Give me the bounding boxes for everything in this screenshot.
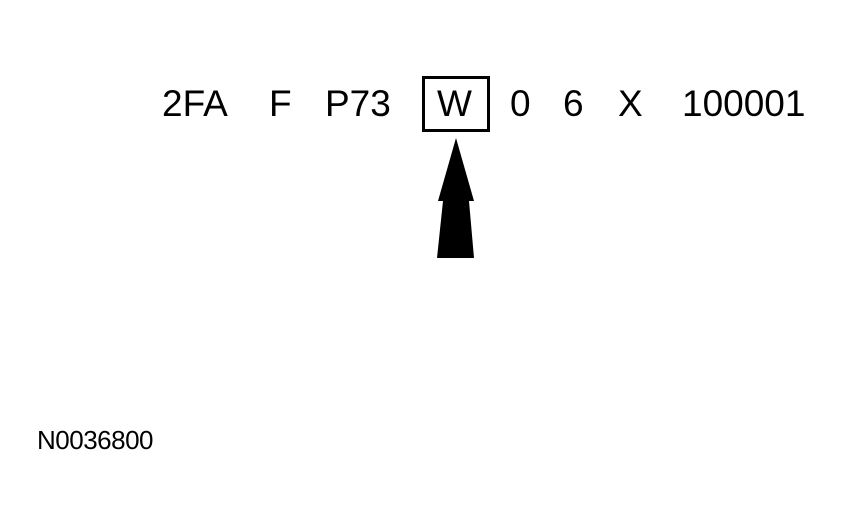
vin-segment-check-digit: 0: [510, 83, 531, 124]
vin-segment-line-series-body: P73: [325, 83, 391, 124]
vin-segment-assembly-plant: X: [618, 83, 643, 124]
figure-id-label: N0036800: [37, 425, 154, 455]
vin-segment-restraint: F: [269, 83, 292, 124]
vin-segment-model-year: 6: [563, 83, 584, 124]
highlight-box: [422, 76, 490, 132]
vin-segment-serial-number: 100001: [682, 83, 806, 124]
vin-segment-engine-highlighted: W: [437, 83, 472, 124]
vin-segment-wmi: 2FA: [162, 83, 228, 124]
